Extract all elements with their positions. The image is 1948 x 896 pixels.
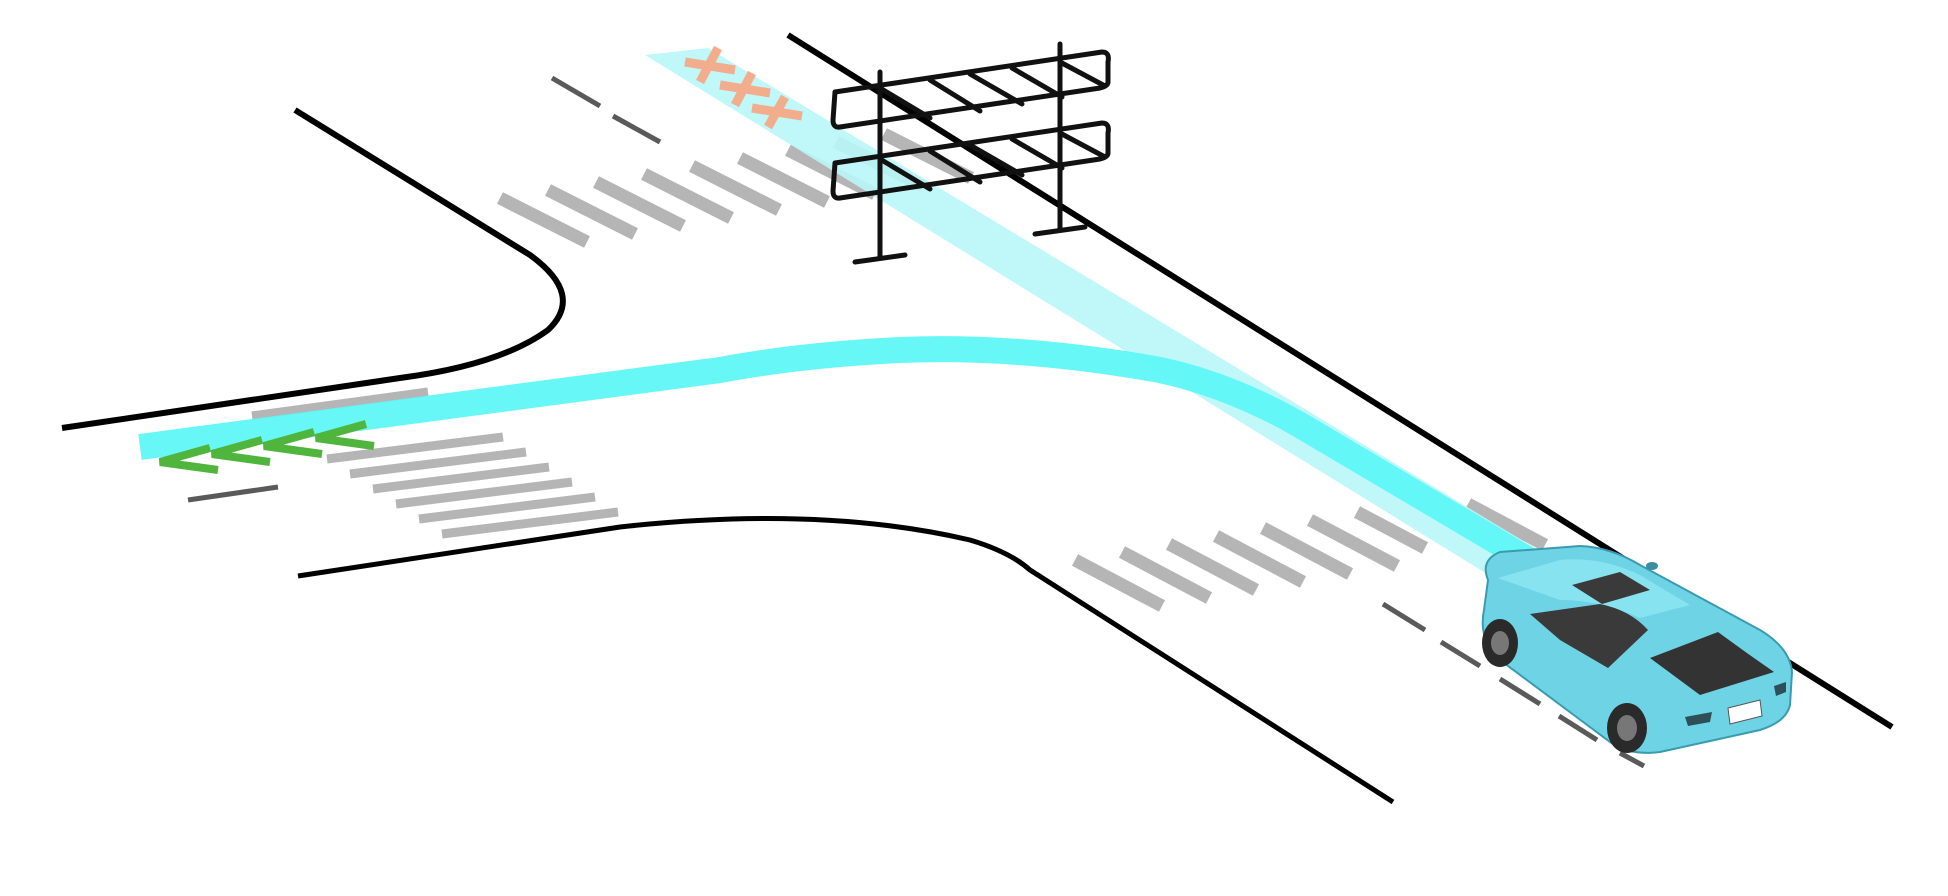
- road-edge-lower-left: [297, 516, 1395, 805]
- crosswalk-stripe: [395, 477, 573, 509]
- vehicle-side-window: [1530, 604, 1648, 668]
- crosswalk-stripe: [1165, 538, 1260, 596]
- crosswalk-stripe: [372, 462, 550, 494]
- crosswalk-stripe: [641, 168, 734, 224]
- road-barrier-icon: [830, 41, 1111, 265]
- crosswalk-stripe: [689, 160, 782, 216]
- crosswalk-stripe: [881, 128, 974, 184]
- crosswalk-stripe: [349, 447, 527, 479]
- vehicle-wheel: [1617, 715, 1637, 741]
- vehicle-rear-window: [1650, 632, 1774, 695]
- crosswalk-stripe: [593, 176, 686, 232]
- ego-vehicle-icon: [1481, 544, 1794, 754]
- crosswalk-stripe: [1118, 546, 1213, 604]
- vehicle-license-plate: [1727, 699, 1763, 725]
- allowed-chevron-marker-icon: [158, 420, 375, 474]
- crosswalk-stripe: [1212, 530, 1307, 588]
- crosswalk-stripe: [441, 507, 619, 539]
- lane-dashes: [187, 75, 1646, 769]
- crosswalk-left: [251, 387, 619, 539]
- planned-path: [138, 336, 1547, 579]
- vehicle-wheel: [1491, 631, 1509, 655]
- crosswalk-stripe: [1306, 514, 1401, 572]
- crosswalk-stripe: [1464, 498, 1549, 551]
- crosswalk-stripe: [545, 184, 638, 240]
- vehicle-tail-light: [1774, 682, 1786, 696]
- crosswalk-stripe: [1071, 554, 1166, 612]
- blocked-x-marker-icon: [684, 45, 803, 130]
- crosswalk-stripe: [418, 492, 596, 524]
- vehicle-tail-light: [1685, 712, 1712, 726]
- lane-dash: [1439, 639, 1482, 669]
- vehicle-sunroof: [1572, 572, 1650, 604]
- crosswalk-stripe: [497, 192, 590, 248]
- road-edge-upper-left: [61, 107, 566, 431]
- lane-dash: [187, 484, 279, 503]
- crosswalk-stripe: [737, 152, 830, 208]
- lane-dash: [1557, 713, 1599, 743]
- lane-dash: [1381, 601, 1427, 633]
- crosswalk-stripe: [1353, 506, 1429, 554]
- crosswalk-bottom: [1071, 498, 1549, 612]
- lane-dash: [1618, 750, 1646, 769]
- crosswalk-stripe: [1259, 522, 1354, 580]
- lane-dash: [550, 75, 602, 109]
- planned-path-band: [138, 336, 1547, 579]
- vehicle-antenna: [1646, 562, 1658, 570]
- lane-dash: [1498, 676, 1542, 707]
- crosswalk-stripe: [251, 387, 429, 421]
- lane-dash: [611, 113, 662, 145]
- crosswalk-stripe: [326, 432, 504, 464]
